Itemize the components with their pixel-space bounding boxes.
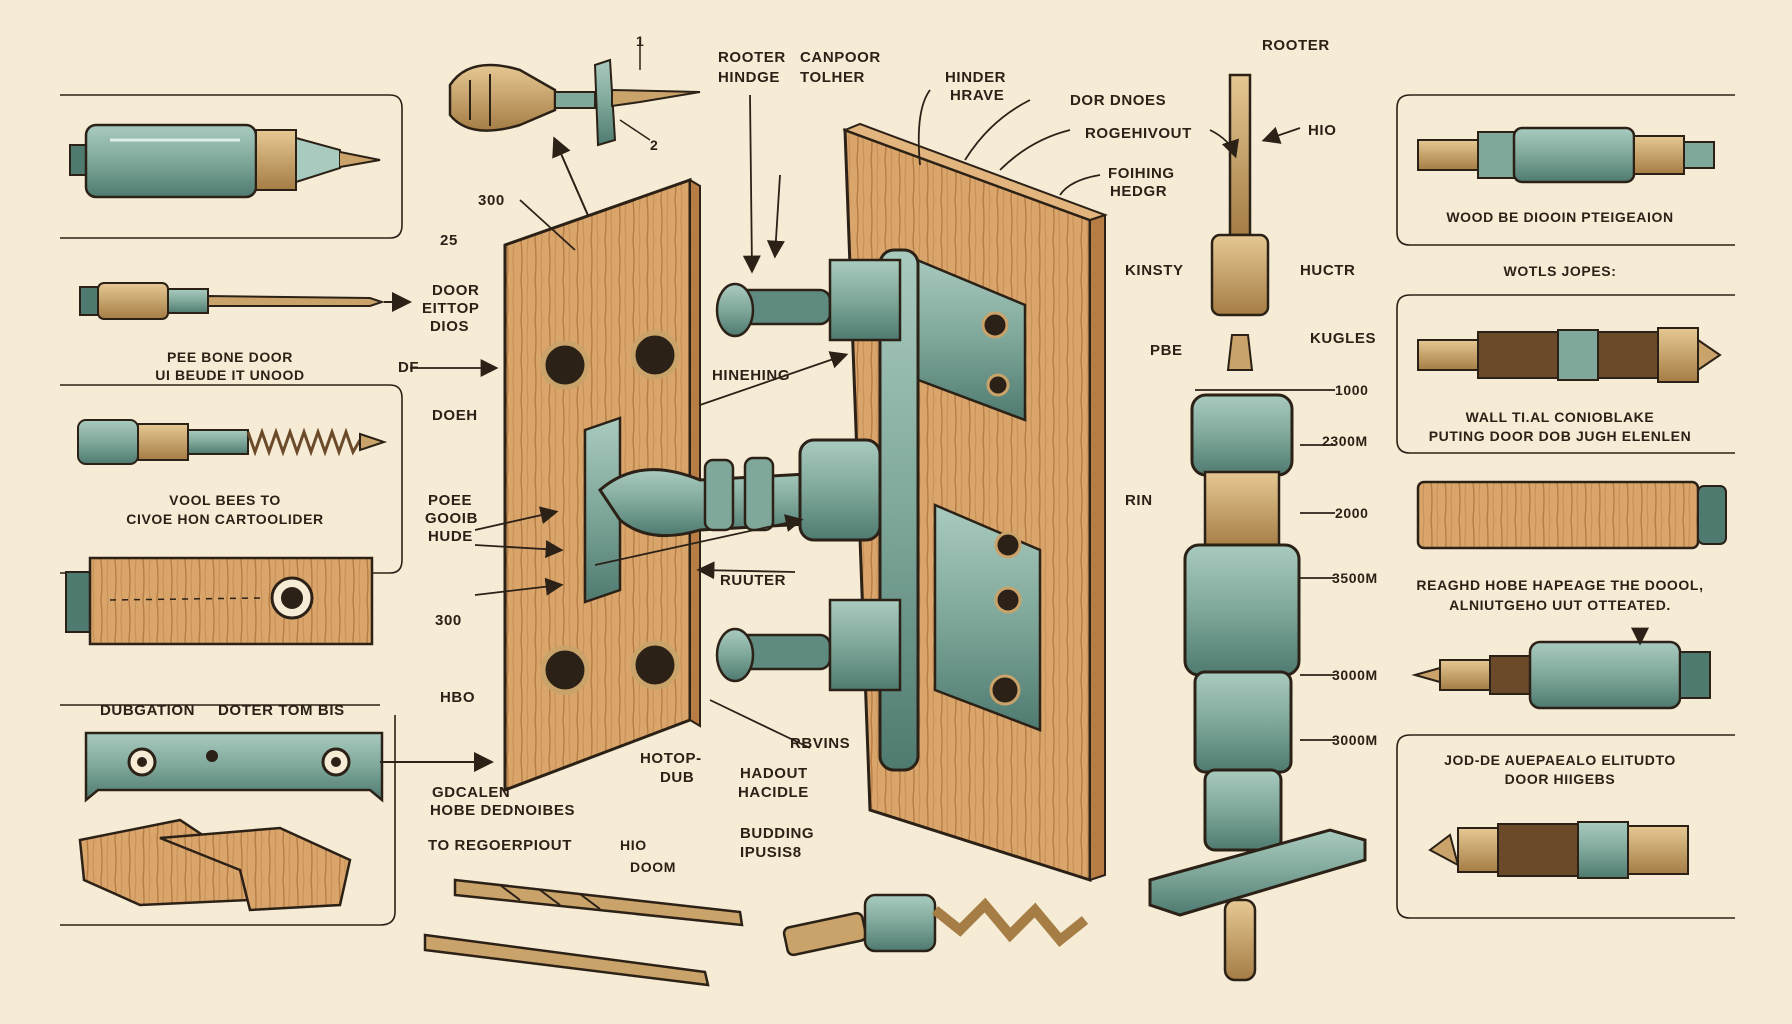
label-hinder-b: HRAVE [950,87,1004,104]
left-caption-2a: VOOL BEES TO [169,492,281,508]
left-caption-2b: CIVOE HON CARTOOLIDER [126,511,323,527]
label-budding-b: IPUSIS8 [740,844,802,861]
label-dubgation: DUBGATION [100,702,195,719]
label-300-mid: 300 [435,612,462,629]
label-kinsty: KINSTY [1125,262,1184,279]
label-canpoor-b: TOLHER [800,69,865,86]
right-caption-4b: ALNIUTGEHO UUT OTTEATED. [1449,597,1671,613]
screw-bit-illustration [77,419,388,465]
label-2300m: 2300M [1322,433,1368,449]
label-canpoor-a: CANPOOR [800,49,881,66]
label-2: 2 [650,137,658,153]
label-door-b: EITTOP [422,300,480,317]
right-caption-1: WOOD BE DIOOIN PTEIGEAION [1446,209,1673,225]
label-foihing-a: FOIHING [1108,165,1175,182]
label-hadout-a: HADOUT [740,765,808,782]
leader-lines [410,89,1649,749]
label-1: 1 [636,33,644,49]
label-3000m-a: 3000M [1332,667,1378,683]
text-labels: ROOTER HINDGE CANPOOR TOLHER HINDER HRAV… [100,33,1703,875]
right-caption-3a: WALL TI.AL CONIOBLAKE [1466,409,1655,425]
label-rooter-b: HINDGE [718,69,780,86]
label-300-top: 300 [478,192,505,209]
label-pbe: PBE [1150,342,1183,359]
left-panel [60,94,494,926]
label-door-dnoes: DOR DNOES [1070,92,1166,109]
right-caption-2: WOTLS JOPES: [1504,263,1617,279]
drill-bits-illustration [423,878,744,987]
label-df: DF [398,359,419,376]
hinge-plate-illustration [84,731,384,803]
label-hio-doom-b: DOOM [630,859,676,875]
left-caption-1b: UI BEUDE IT UNOOD [155,367,304,383]
pin-punch-illustration [79,282,386,320]
label-3000m-b: 3000M [1332,732,1378,748]
label-hotop-a: HOTOP- [640,750,702,767]
right-tool-1 [1417,126,1715,184]
right-caption-5a: JOD-DE AUEPAEALO ELITUDTO [1444,752,1676,768]
wood-scraps-illustration [78,818,352,912]
label-doter-tom-bis: DOTER TOM BIS [218,702,345,719]
right-panel [1396,94,1735,919]
right-tool-4 [1428,821,1689,879]
label-rbvins: RBVINS [790,735,850,752]
label-rooter-a: ROOTER [718,49,786,66]
screwdriver-illustration [448,40,701,147]
right-caption-4a: REAGHD HOBE HAPEAGE THE DOOOL, [1416,577,1703,593]
label-poee-b: GOOIB [425,510,478,527]
label-door-a: DOOR [432,282,479,299]
label-door-c: DIOS [430,318,469,335]
hinge-leaf-right [903,253,1042,732]
label-gdcalen-a: GDCALEN [432,784,510,801]
label-gdcalen-b: HOBE DEDNOIBES [430,802,575,819]
label-router-top: ROOTER [1262,37,1330,54]
label-3500m: 3500M [1332,570,1378,586]
right-tool-2 [1417,327,1722,383]
label-kugles: KUGLES [1310,330,1376,347]
left-caption-1a: PEE BONE DOOR [167,349,293,365]
label-hinehing: HINEHING [712,367,790,384]
label-foihing-b: HEDGR [1110,183,1167,200]
hinge-leaf-left [583,416,622,604]
label-rin: RIN [1125,492,1153,509]
label-25: 25 [440,232,458,249]
label-hotop-b: DUB [660,769,694,786]
right-caption-3b: PUTING DOOR DOB JUGH ELENLEN [1429,428,1692,444]
label-huctr: HUCTR [1300,262,1356,279]
router-bit-illustration [782,893,1089,957]
label-hbo: HBO [440,689,475,706]
label-hinder-a: HINDER [945,69,1006,86]
label-ruuter: RUUTER [720,572,786,589]
label-gdcalen-c: TO REGOERPIOUT [428,837,572,854]
right-tool-3 [1411,640,1711,710]
label-hadout-b: HACIDLE [738,784,809,801]
label-poee-a: POEE [428,492,472,509]
right-caption-5b: DOOR HIIGEBS [1505,771,1616,787]
right-wood-dowel [1416,480,1727,550]
label-2000: 2000 [1335,505,1369,521]
router-machine-illustration [1148,73,1367,982]
label-1000: 1000 [1335,382,1369,398]
wood-block-illustration [65,556,374,646]
label-hio-doom-a: HIO [620,837,647,853]
hinge-assembly [598,248,920,772]
label-rogehivout: ROGEHIVOUT [1085,125,1192,142]
label-doeh: DOEH [432,407,478,424]
label-hio: HIO [1308,122,1336,139]
drill-chuck-illustration [69,123,381,199]
label-budding-a: BUDDING [740,825,814,842]
label-poee-c: HUDE [428,528,473,545]
